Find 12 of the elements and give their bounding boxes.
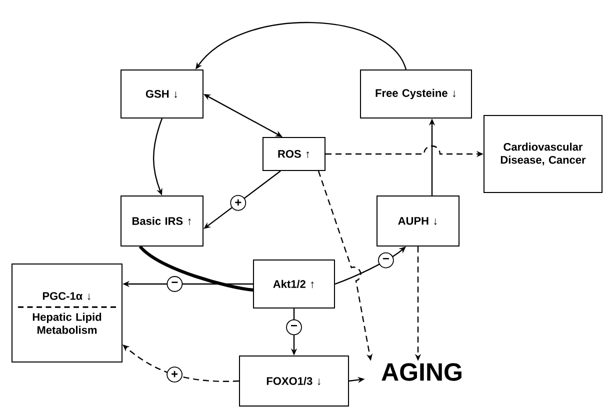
aging-text: AGING <box>382 363 462 381</box>
box: Basic IRS ↑ <box>120 196 204 246</box>
box: PGC-1α ↓ Hepatic Lipid Metabolism <box>12 264 122 362</box>
arrow <box>196 22 407 70</box>
connector-line <box>138 245 254 292</box>
box: Free Cysteine ↓ <box>360 70 472 118</box>
box: Akt1/2 ↑ <box>253 260 335 308</box>
box: FOXO1/3 ↓ <box>239 356 349 406</box>
box: Cardiovascular Disease, Cancer <box>484 115 602 193</box>
box: GSH ↓ <box>120 70 204 118</box>
box: AUPH ↓ <box>376 196 460 246</box>
box: ROS ↑ <box>262 137 326 171</box>
